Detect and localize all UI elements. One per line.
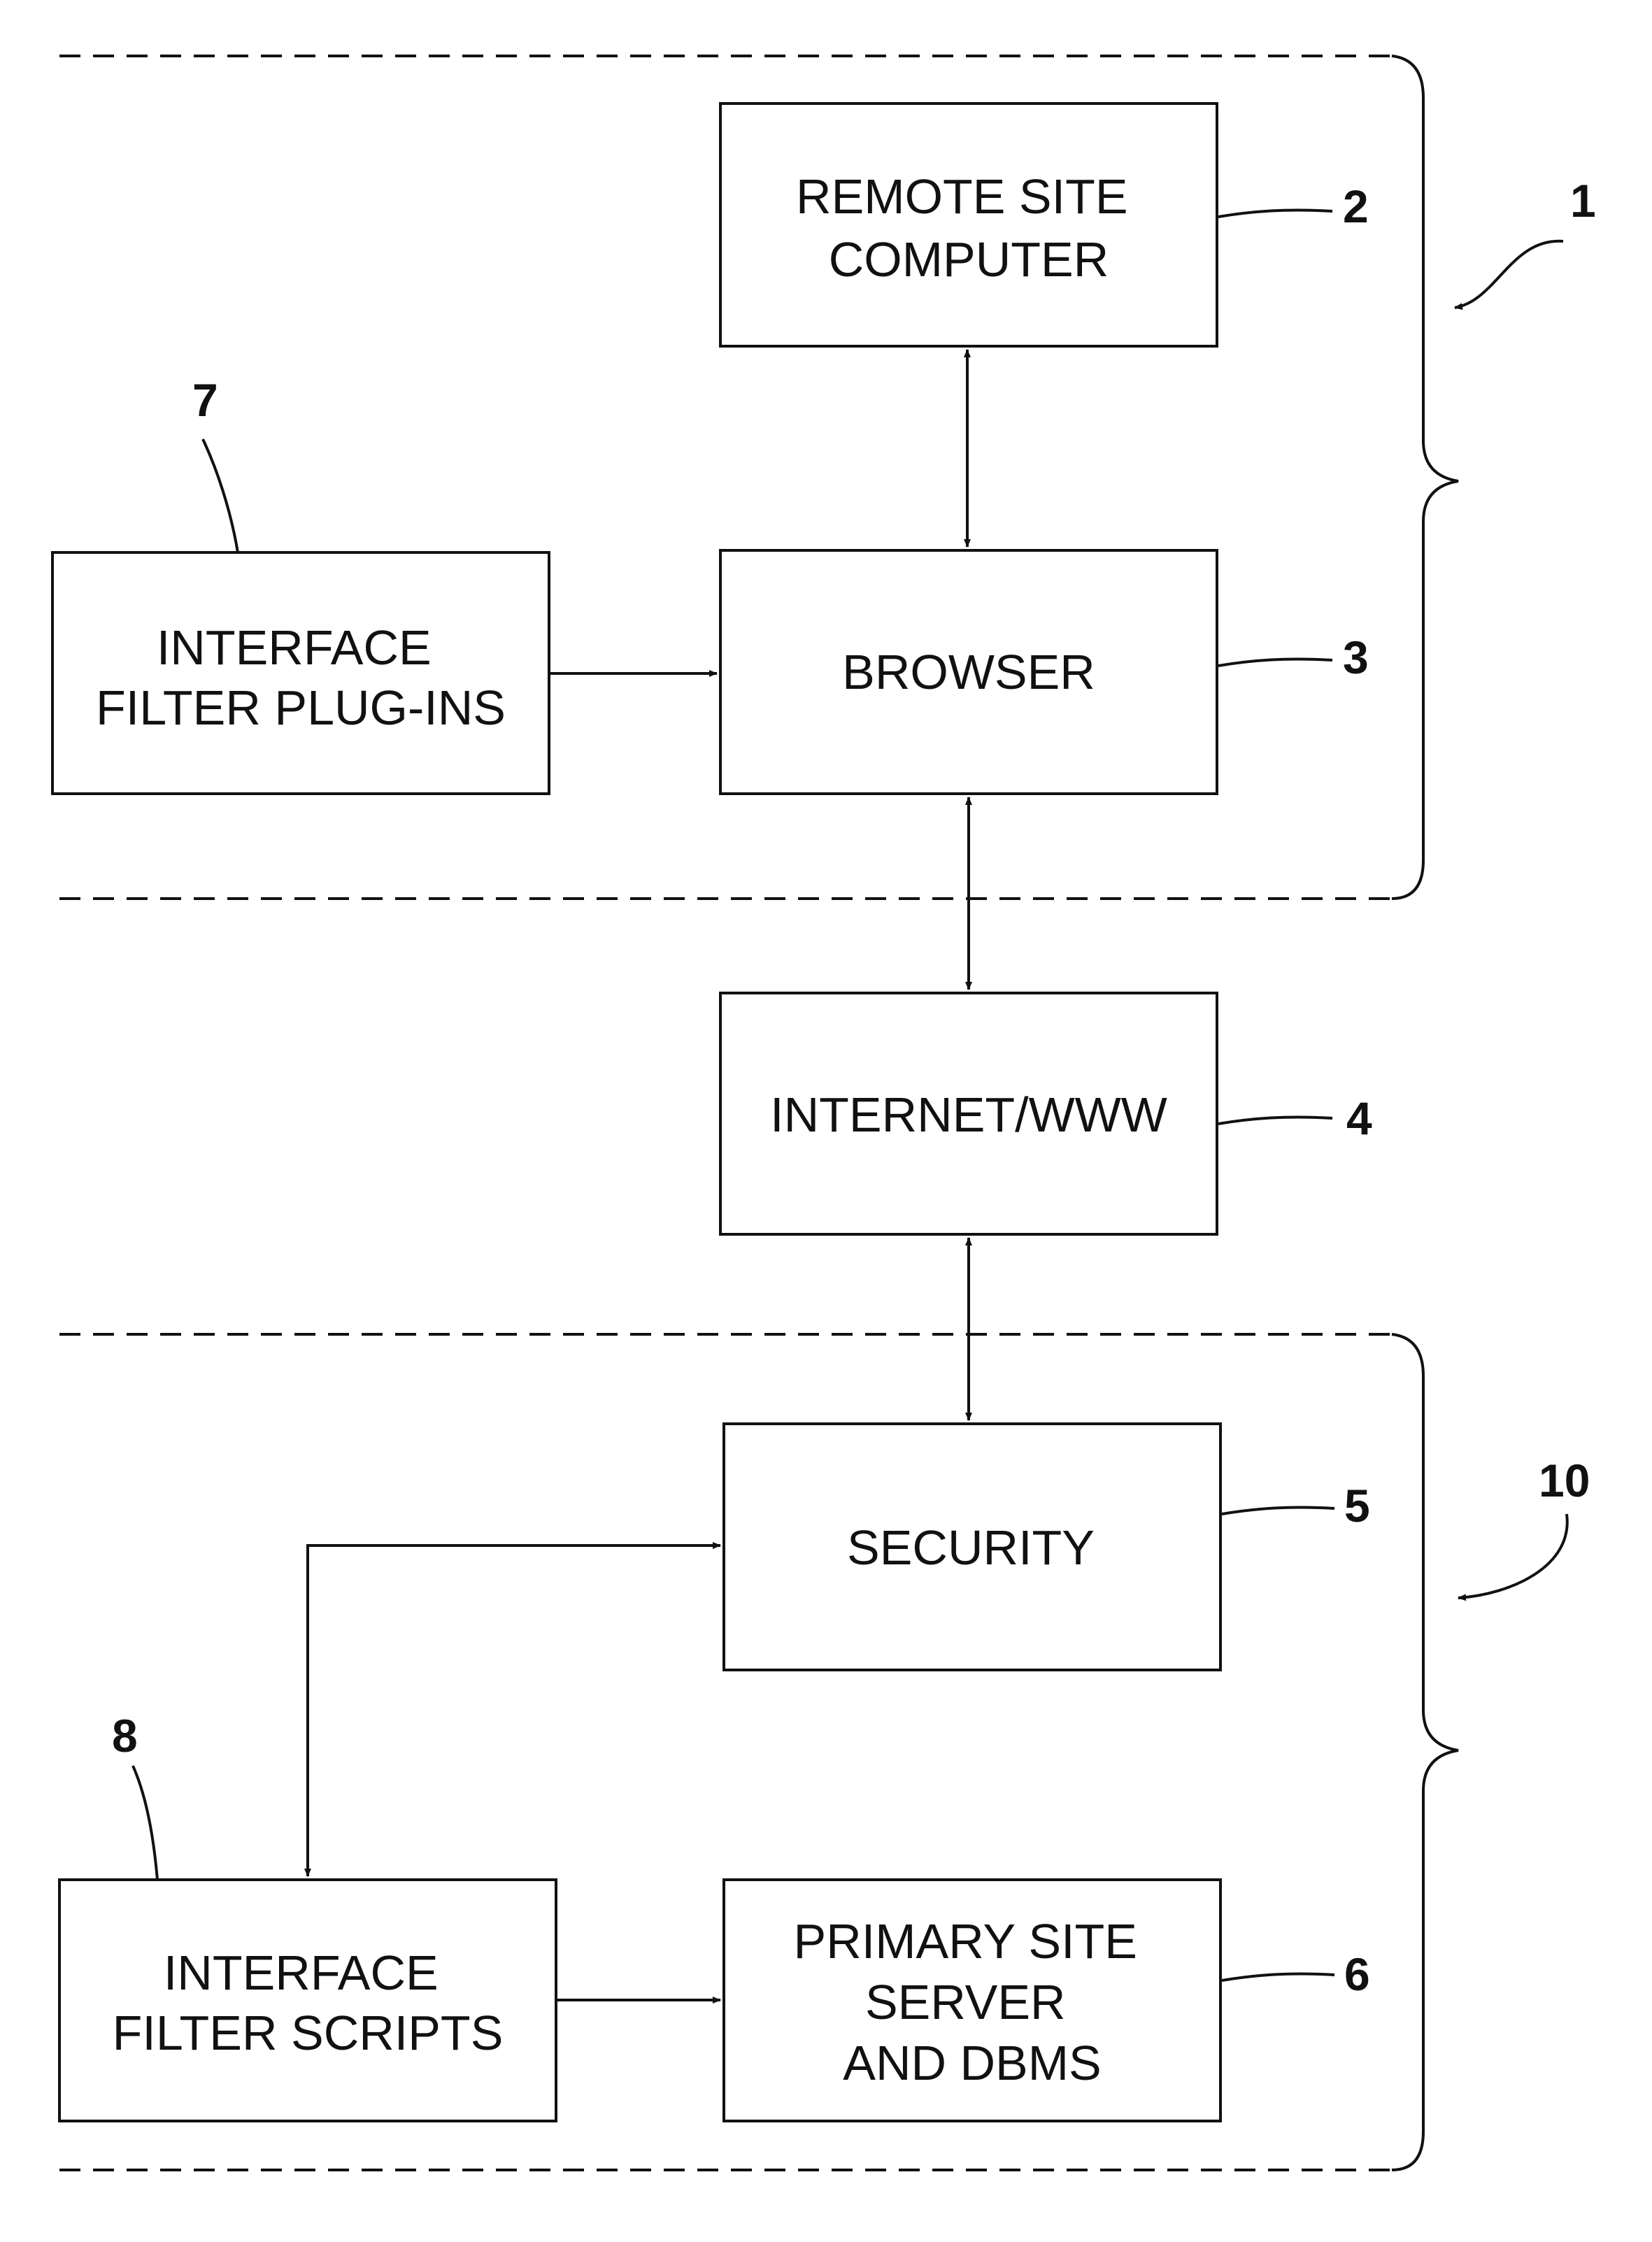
interface-filter-plugins-label-line1: INTERFACE	[157, 620, 432, 675]
svg-text:SECURITY: SECURITY	[847, 1520, 1095, 1575]
ref-3-leader	[1218, 659, 1332, 666]
ref-5-leader	[1222, 1507, 1334, 1514]
ref-num-7: 7	[192, 374, 218, 426]
ref-8-leader	[133, 1766, 157, 1880]
remote-site-computer-label-line1: REMOTE SITE	[796, 169, 1127, 224]
security-scripts-connector	[308, 1545, 720, 1876]
interface-filter-scripts-box	[59, 1880, 556, 2121]
ref-num-1: 1	[1570, 175, 1596, 227]
svg-text:PRIMARY SITE SERVER AN: PRIMARY SITE SERVER AND DBMS	[794, 1914, 1151, 2090]
ref-10-pointer	[1458, 1514, 1567, 1598]
primary-site-server-label-line2: SERVER	[865, 1975, 1066, 2029]
interface-filter-plugins-label-line2: FILTER PLUG-INS	[96, 680, 506, 735]
primary-site-brace	[1392, 1334, 1458, 2170]
svg-text:INTERNET/WWW: INTERNET/WWW	[770, 1087, 1167, 1142]
svg-text:INTERFACE FILTER SCRIPTS: INTERFACE FILTER SCRIPTS	[113, 1945, 504, 2060]
ref-num-10: 10	[1539, 1455, 1590, 1506]
ref-num-5: 5	[1344, 1480, 1370, 1531]
remote-site-computer-box	[720, 103, 1217, 346]
ref-num-8: 8	[112, 1710, 138, 1762]
ref-4-leader	[1218, 1117, 1332, 1124]
internet-www-label: INTERNET/WWW	[770, 1087, 1167, 1142]
ref-6-leader	[1222, 1973, 1334, 1980]
interface-filter-scripts-label-line2: FILTER SCRIPTS	[113, 2006, 504, 2060]
svg-text:REMOTE SITE COMPUTER: REMOTE SITE COMPUTER	[796, 169, 1141, 287]
browser-label: BROWSER	[842, 645, 1095, 699]
ref-7-leader	[203, 439, 238, 552]
primary-site-server-label-line1: PRIMARY SITE	[794, 1914, 1137, 1969]
interface-filter-scripts-label-line1: INTERFACE	[164, 1945, 439, 2000]
svg-text:BROWSER: BROWSER	[842, 645, 1095, 699]
ref-2-leader	[1218, 210, 1332, 217]
ref-1-pointer	[1455, 241, 1563, 308]
remote-site-brace	[1392, 56, 1458, 899]
remote-site-computer-label-line2: COMPUTER	[829, 232, 1109, 287]
ref-num-2: 2	[1343, 180, 1369, 232]
security-label: SECURITY	[847, 1520, 1095, 1575]
ref-num-4: 4	[1346, 1092, 1372, 1144]
ref-num-3: 3	[1343, 631, 1369, 683]
primary-site-server-label-line3: AND DBMS	[843, 2036, 1101, 2090]
svg-text:INTERFACE FILTER PLUG-INS: INTERFACE FILTER PLUG-INS	[96, 620, 506, 735]
ref-num-6: 6	[1344, 1948, 1370, 2000]
